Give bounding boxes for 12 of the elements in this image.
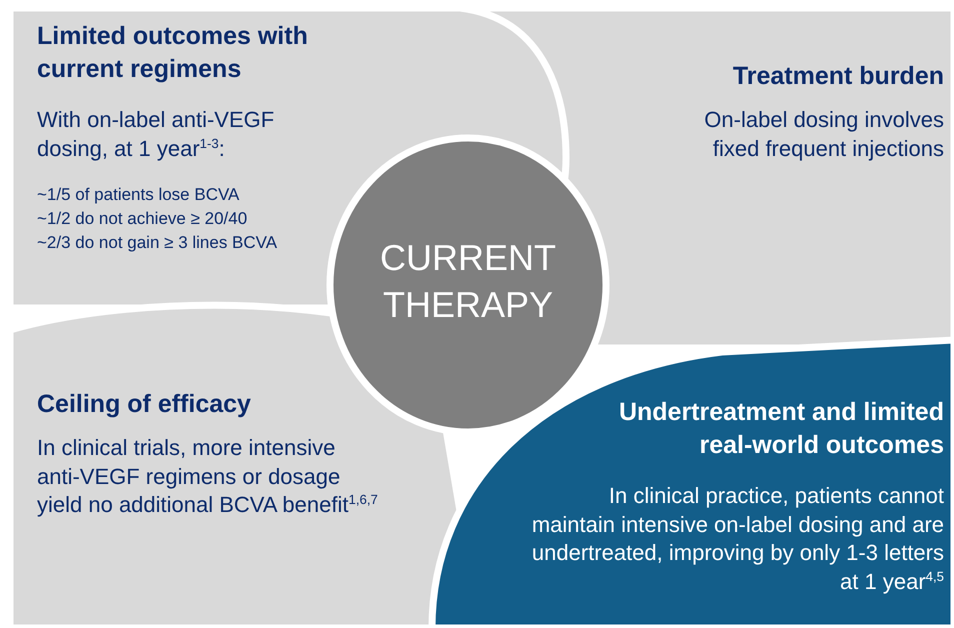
heading: Ceiling of efficacy: [37, 389, 252, 420]
heading: Undertreatment and limited real-world outcomes: [618, 397, 944, 460]
body-text: On-label dosing involves fixed frequent injections: [703, 106, 944, 163]
bullet-text: ~1/5 of patients lose BCVA: [37, 184, 240, 206]
body-text: With on-label anti-VEGF dosing, at 1 year$^{1-3}$:: [37, 106, 276, 163]
heading: Limited outcomes with current regimens: [37, 21, 309, 84]
bullet-text: ~2/3 do not gain ≥ 3 lines BCVA: [37, 232, 278, 254]
center-label: CURRENT THERAPY: [379, 236, 557, 327]
body-text: In clinical practice, patients cannot maintain intensive on-label dosing and are undertreated, improving by only 1-3 letters at 1 year$^{4,5}$: [530, 482, 944, 596]
heading: Treatment burden: [732, 61, 944, 92]
bullet-text: ~1/2 do not achieve ≥ 20/40: [37, 208, 248, 230]
body-text: In clinical trials, more intensive anti-VEGF regimens or dosage yield no additional BCVA benefit$^{1,6,7}$: [37, 434, 379, 520]
